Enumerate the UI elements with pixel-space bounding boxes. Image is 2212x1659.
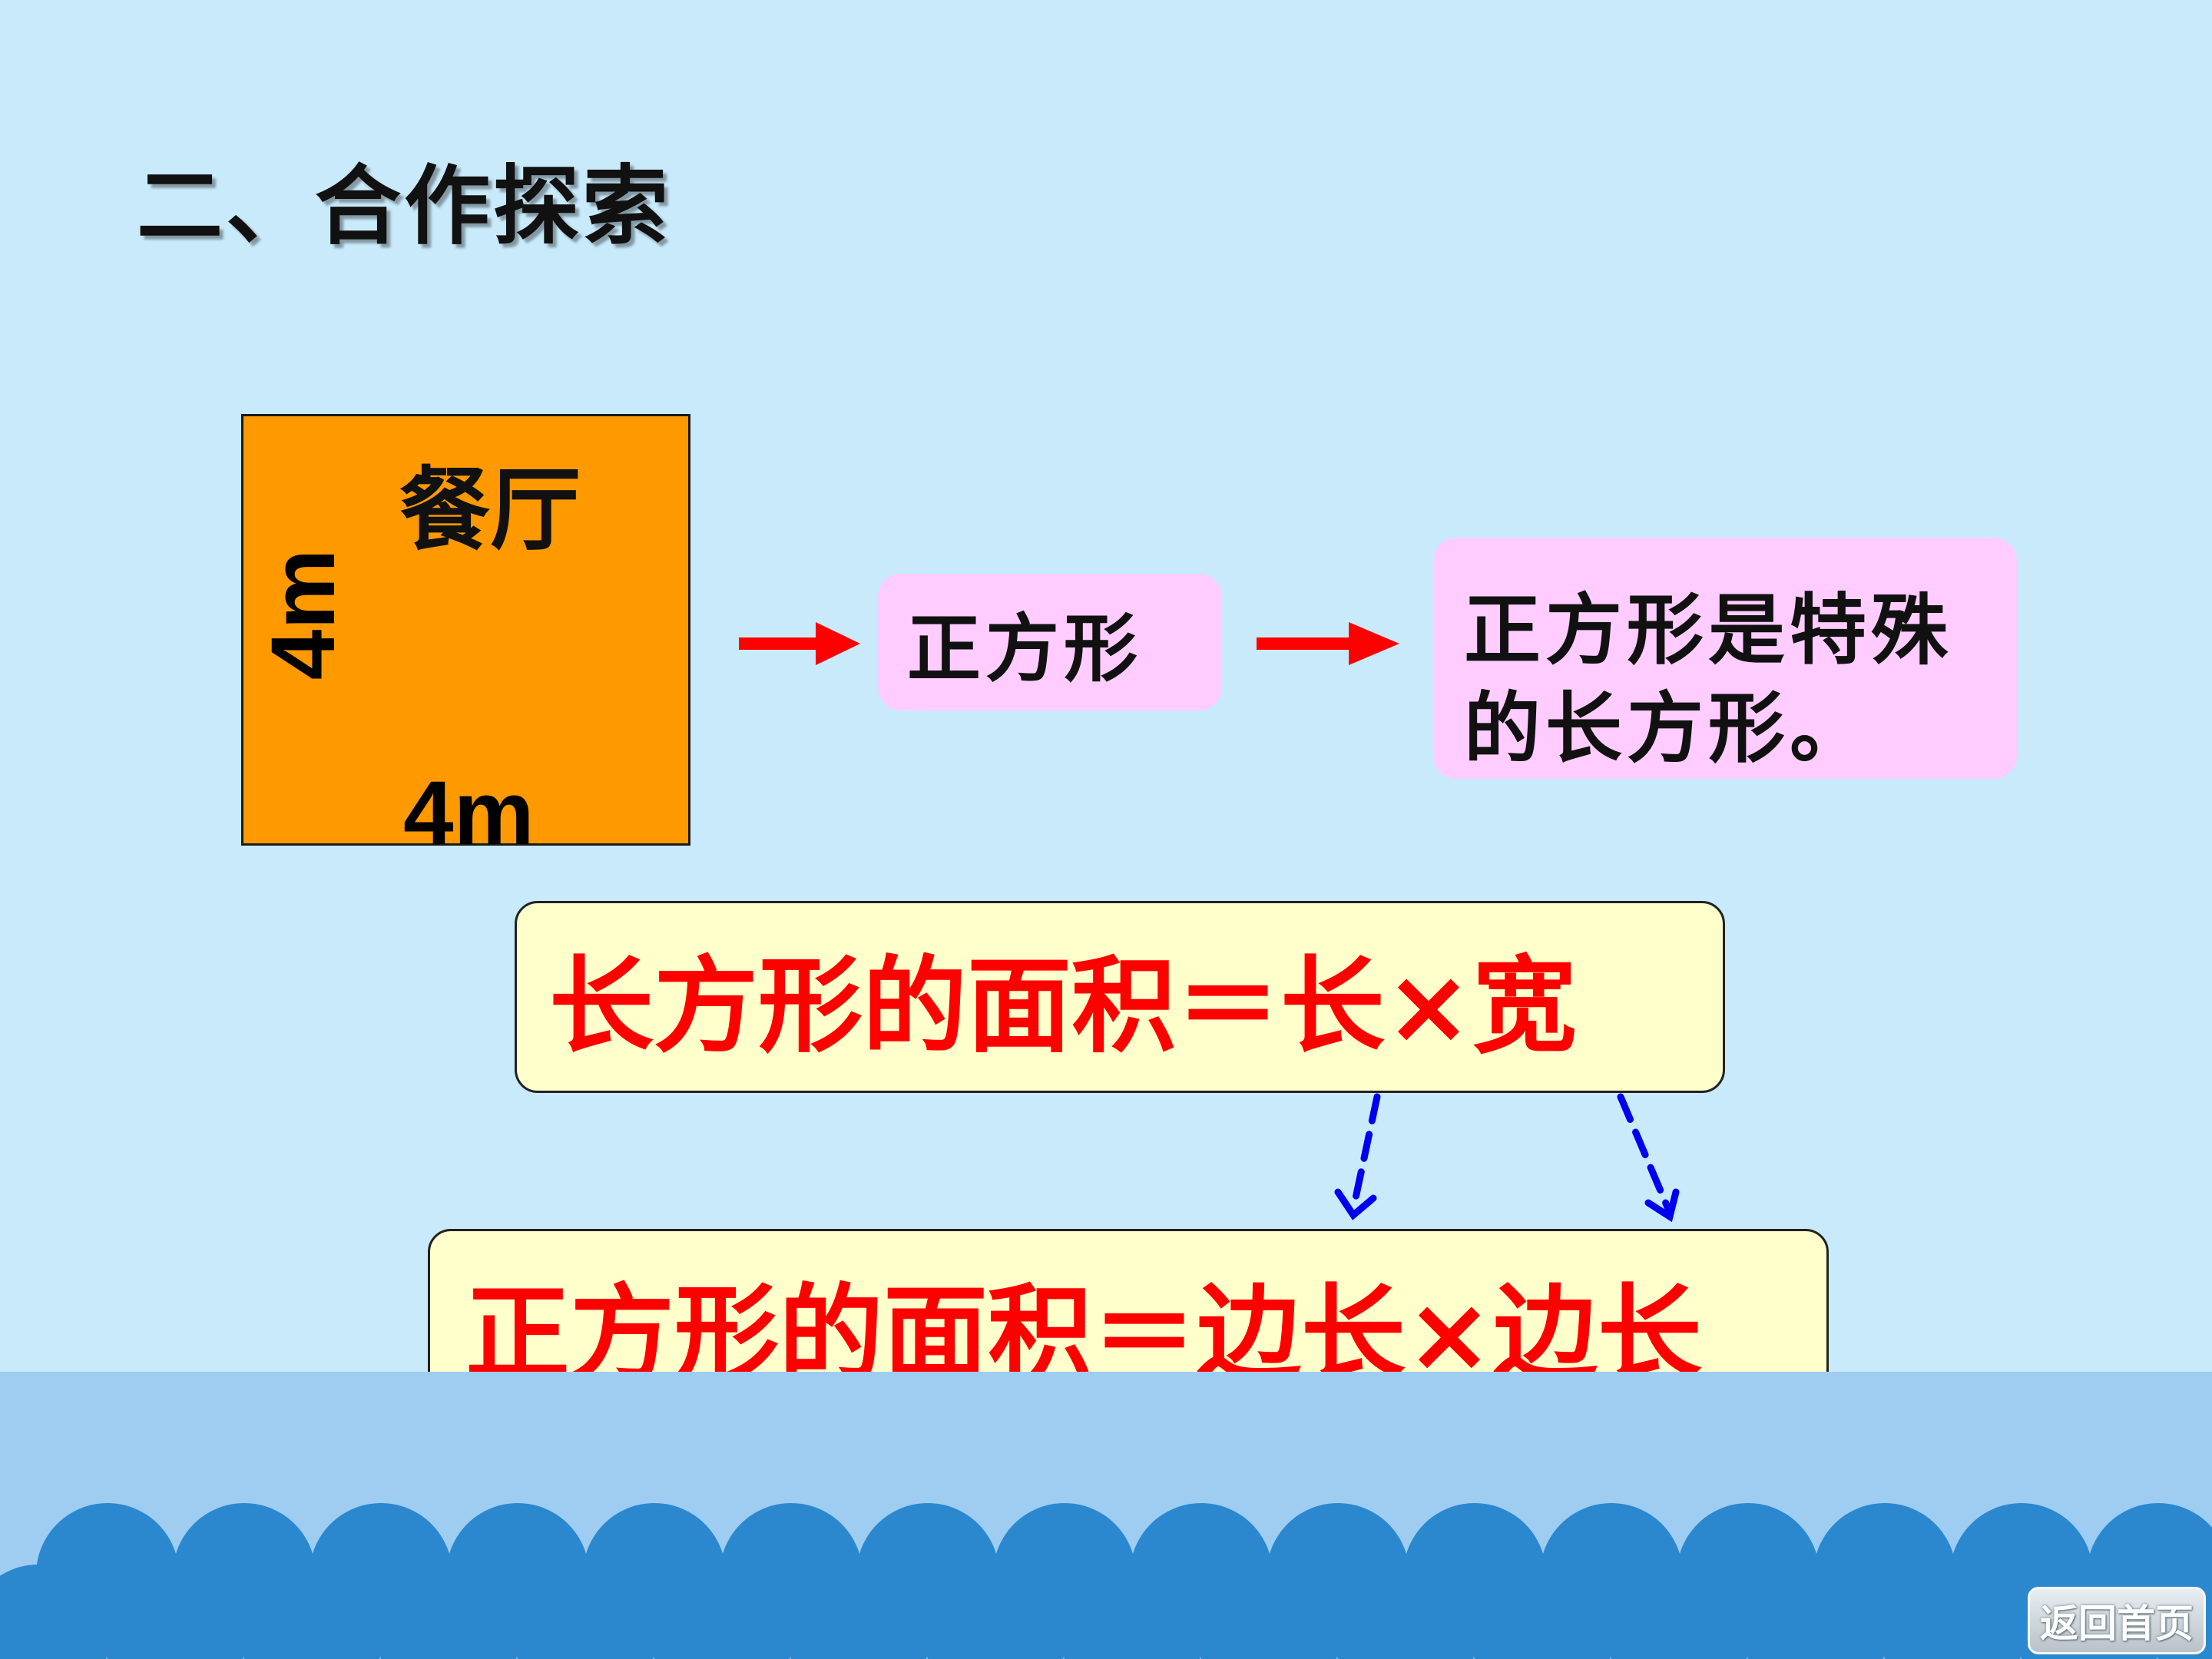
- dining-room-square: [241, 414, 690, 846]
- wave-scallop: [1471, 1565, 1614, 1659]
- room-name-label: 餐厅: [399, 456, 581, 563]
- wave-scallop: [1334, 1565, 1477, 1659]
- home-button[interactable]: 返回首页: [2028, 1587, 2206, 1654]
- wave-scallop: [1744, 1565, 1887, 1659]
- wave-scallop: [514, 1565, 657, 1659]
- side-length-label: 4m: [253, 548, 354, 680]
- wave-scallop: [1061, 1565, 1204, 1659]
- rectangle-area-formula: 长方形的面积＝长×宽: [515, 901, 1725, 1093]
- wave-scallop: [651, 1565, 793, 1659]
- dashed-arrow-icon: [1334, 1093, 1381, 1220]
- note-line-1: 正方形是特殊: [1464, 584, 1952, 675]
- wave-scallop: [0, 1565, 110, 1659]
- page-title: 二、合作探索: [137, 156, 671, 257]
- wave-scallop: [924, 1565, 1067, 1659]
- wave-scallop: [1197, 1565, 1340, 1659]
- shape-label-box: 正方形: [878, 574, 1222, 710]
- wave-scallop: [104, 1565, 247, 1659]
- right-arrow-icon: [1257, 622, 1399, 665]
- wave-scallop: [377, 1565, 520, 1659]
- wave-scallop: [1881, 1565, 2024, 1659]
- note-box: 正方形是特殊 的长方形。: [1433, 538, 2017, 779]
- wave-decoration: [0, 1503, 2212, 1659]
- right-arrow-icon: [739, 622, 860, 665]
- dashed-arrow-icon: [1617, 1093, 1680, 1223]
- wave-scallop: [240, 1565, 383, 1659]
- bottom-length-label: 4m: [403, 763, 535, 864]
- note-line-2: 的长方形。: [1464, 683, 1871, 773]
- wave-scallop: [1608, 1565, 1750, 1659]
- wave-scallop: [787, 1565, 930, 1659]
